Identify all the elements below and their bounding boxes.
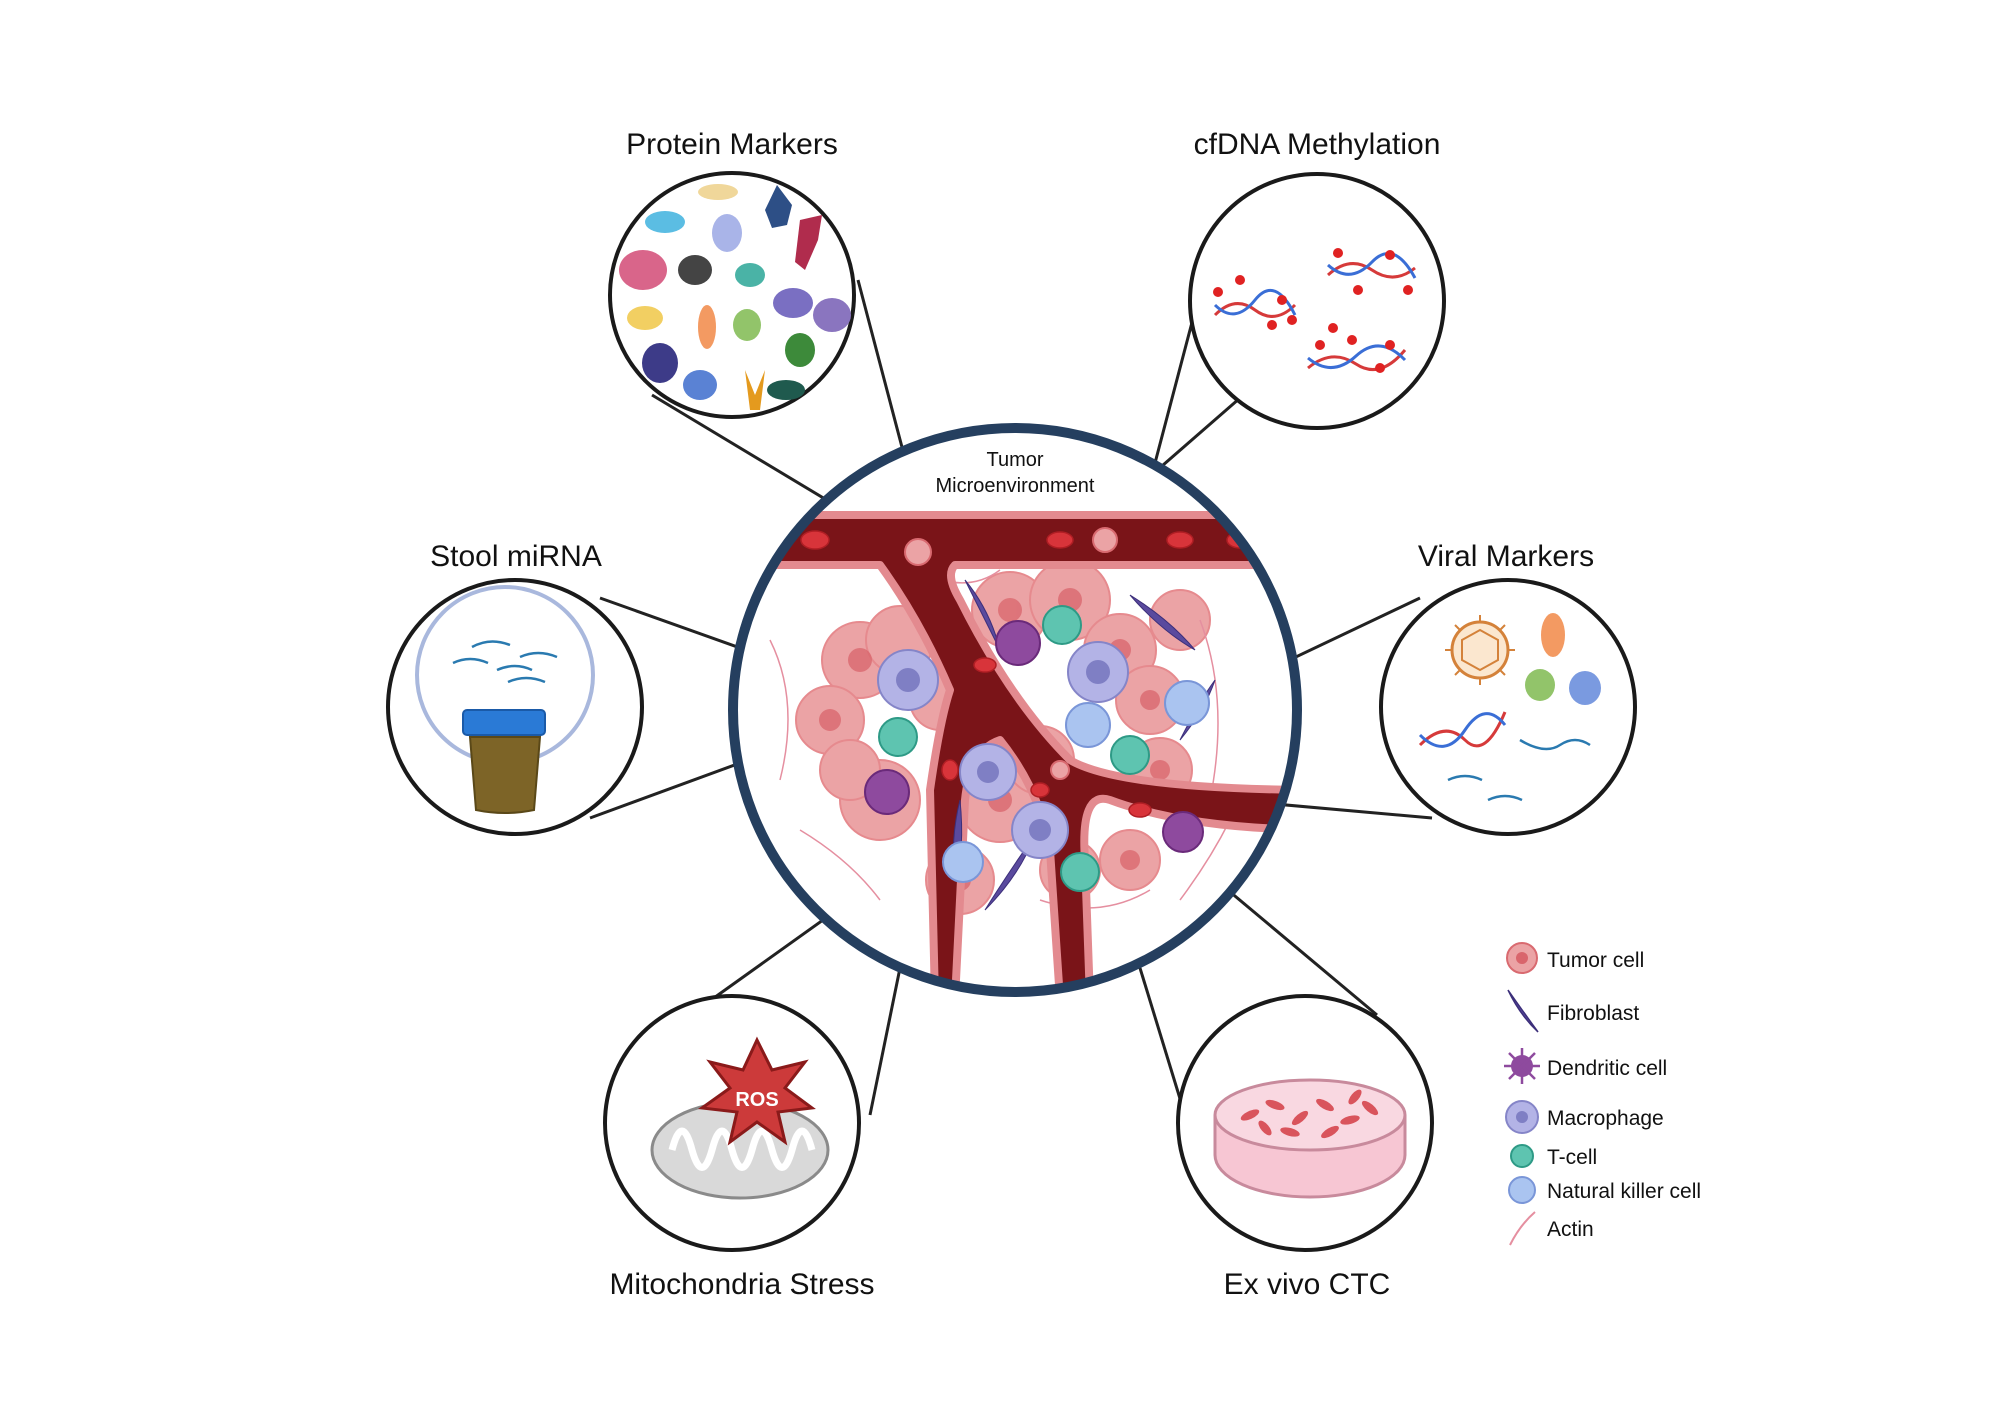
t-cells — [878, 605, 1150, 892]
viral-markers-panel — [1379, 578, 1637, 836]
tumor-cell-icon — [1506, 942, 1538, 974]
dendritic-cell-icon — [1504, 1048, 1540, 1084]
legend-label: Dendritic cell — [1547, 1057, 1668, 1080]
center-title-line2: Microenvironment — [935, 475, 1095, 497]
legend-item-dendritic-cell: Dendritic cell — [1505, 1050, 1825, 1086]
protein-green — [1525, 669, 1555, 701]
t-cell-icon — [1510, 1144, 1534, 1168]
macrophage-icon — [1505, 1100, 1539, 1134]
virus-particle-icon — [1445, 615, 1515, 685]
legend-label: Tumor cell — [1547, 949, 1645, 972]
mitochondria-stress-panel — [603, 994, 861, 1252]
nk-cell-icon — [1508, 1176, 1536, 1204]
fibroblast-icon — [1507, 989, 1539, 1033]
stool-mirna-title: Stool miRNA — [430, 540, 602, 573]
protein-shapes — [619, 184, 851, 410]
container-lid — [462, 709, 546, 736]
dendritic-cells — [864, 620, 1204, 853]
ros-burst-icon — [697, 1036, 816, 1146]
actin-icon — [1509, 1211, 1536, 1246]
viral-markers-title: Viral Markers — [1417, 540, 1595, 573]
stool-container — [468, 736, 542, 814]
blood-vessel — [733, 511, 1297, 992]
nk-cells — [942, 680, 1210, 883]
legend-label: Actin — [1547, 1218, 1594, 1241]
legend-label: Macrophage — [1547, 1107, 1664, 1130]
ex-vivo-ctc-title: Ex vivo CTC — [1223, 1268, 1391, 1301]
protein-markers-panel — [608, 171, 856, 419]
center-ring — [728, 423, 1302, 997]
macrophage-nuclei — [896, 660, 1110, 841]
cfdna-methylation-panel — [1188, 172, 1446, 430]
legend: Tumor cell Fibroblast Dendritic cell Mac… — [1505, 940, 1825, 1260]
viral-rna — [1447, 738, 1591, 802]
cfdna-methylation-title: cfDNA Methylation — [1193, 128, 1441, 161]
mirna-strands — [452, 640, 558, 684]
legend-item-nk-cell: Natural killer cell — [1505, 1173, 1825, 1209]
legend-label: T-cell — [1547, 1146, 1598, 1169]
legend-item-fibroblast: Fibroblast — [1505, 995, 1825, 1031]
methyl-groups — [1213, 248, 1413, 373]
mitochondria-stress-title: Mitochondria Stress — [609, 1268, 875, 1301]
legend-item-actin: Actin — [1505, 1211, 1825, 1247]
legend-item-macrophage: Macrophage — [1505, 1100, 1825, 1136]
tumor-microenvironment — [728, 423, 1302, 997]
ex-vivo-ctc-panel — [1176, 994, 1434, 1252]
legend-label: Natural killer cell — [1547, 1180, 1702, 1203]
tumor-microenvironment-title: Tumor Microenvironment — [905, 447, 1125, 499]
protein-blue — [1569, 671, 1601, 705]
legend-label: Fibroblast — [1547, 1002, 1640, 1025]
center-title-line1: Tumor — [986, 449, 1044, 471]
legend-icons — [1504, 942, 1540, 1246]
red-blood-cells — [800, 530, 1254, 818]
cultured-ctcs — [1240, 1089, 1379, 1139]
legend-item-tumor-cell: Tumor cell — [1505, 942, 1825, 978]
protein-orange — [1541, 613, 1565, 657]
stool-mirna-panel — [386, 578, 644, 836]
circulating-tumor-cells — [904, 527, 1118, 780]
viral-dna — [1418, 711, 1507, 748]
protein-markers-title: Protein Markers — [626, 128, 838, 161]
petri-dish-icon — [1213, 1078, 1407, 1199]
ros-label: ROS — [735, 1089, 779, 1111]
legend-item-t-cell: T-cell — [1505, 1139, 1825, 1175]
